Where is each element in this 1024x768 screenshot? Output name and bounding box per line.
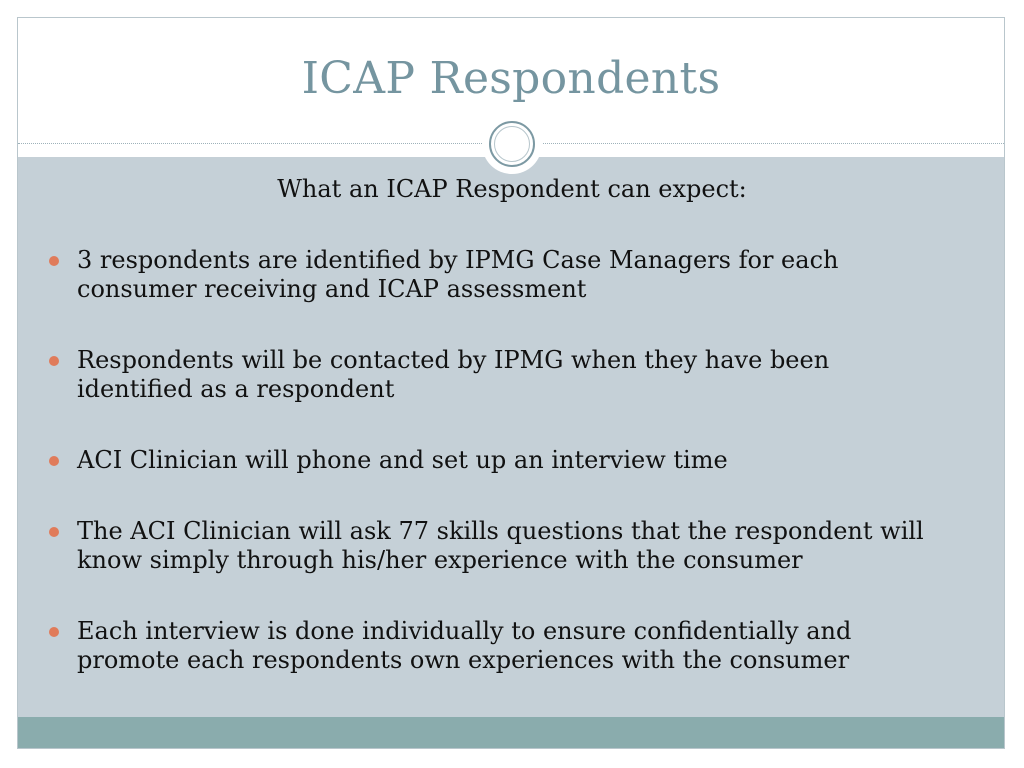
bullet-item: ACI Clinician will phone and set up an i… <box>48 446 948 475</box>
slide: ICAP Respondents What an ICAP Respondent… <box>17 17 1005 749</box>
bullet-item: Respondents will be contacted by IPMG wh… <box>48 346 948 404</box>
circle-bullet-icon <box>49 256 59 266</box>
bullet-text: Each interview is done individually to e… <box>77 617 852 674</box>
footer-band <box>18 717 1004 748</box>
circle-bullet-icon <box>49 627 59 637</box>
ornament-inner-ring <box>494 126 530 162</box>
circle-bullet-icon <box>49 356 59 366</box>
bullet-text: ACI Clinician will phone and set up an i… <box>77 446 728 474</box>
bullet-text: Respondents will be contacted by IPMG wh… <box>77 346 830 403</box>
slide-title: ICAP Respondents <box>301 53 721 104</box>
bullet-item: The ACI Clinician will ask 77 skills que… <box>48 517 948 575</box>
slide-subtitle: What an ICAP Respondent can expect: <box>277 175 747 203</box>
bullet-item: 3 respondents are identified by IPMG Cas… <box>48 246 948 304</box>
bullet-text: The ACI Clinician will ask 77 skills que… <box>77 517 924 574</box>
circle-bullet-icon <box>49 456 59 466</box>
bullet-list: 3 respondents are identified by IPMG Cas… <box>48 246 948 717</box>
bullet-text: 3 respondents are identified by IPMG Cas… <box>77 246 839 303</box>
circle-bullet-icon <box>49 527 59 537</box>
bullet-item: Each interview is done individually to e… <box>48 617 948 675</box>
content-area <box>18 157 1004 717</box>
